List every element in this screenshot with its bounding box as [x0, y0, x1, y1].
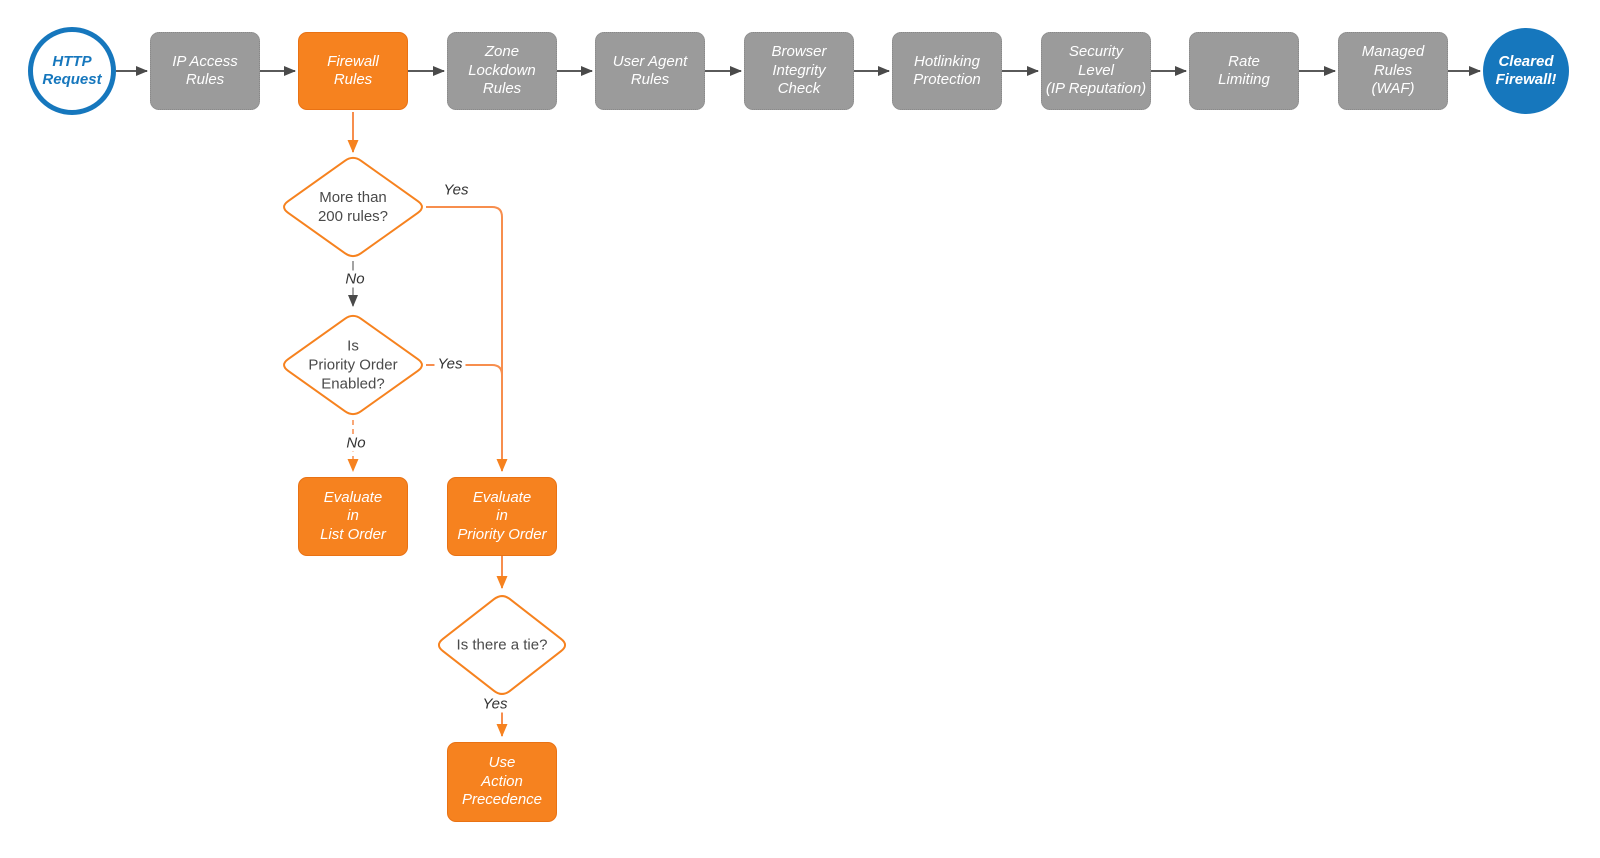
outcome-evaluate-in-priority-order: Evaluate in Priority Order	[447, 477, 557, 556]
outcome-use-action-precedence: Use Action Precedence	[447, 742, 557, 822]
step-managed-rules-waf: Managed Rules (WAF)	[1338, 32, 1448, 110]
outcome-evaluate-in-list-order: Evaluate in List Order	[298, 477, 408, 556]
step-label: Security Level (IP Reputation)	[1045, 43, 1147, 98]
step-label: Zone Lockdown Rules	[468, 43, 536, 98]
edge-label-yes-tie: Yes	[479, 695, 511, 713]
start-node-label: HTTP Request	[42, 52, 102, 89]
outcome-label: Use Action Precedence	[461, 754, 543, 809]
start-node-http-request: HTTP Request	[28, 27, 116, 115]
connector-yes-to-evaluate-priority-order	[426, 206, 508, 472]
step-label: Managed Rules (WAF)	[1361, 43, 1425, 98]
step-ip-access-rules: IP Access Rules	[150, 32, 260, 110]
step-label: Browser Integrity Check	[771, 43, 827, 98]
step-rate-limiting: Rate Limiting	[1189, 32, 1299, 110]
decision-priority-order-enabled-label: Is Priority Order Enabled?	[308, 337, 398, 393]
end-node-label: Cleared Firewall!	[1495, 52, 1557, 89]
step-zone-lockdown-rules: Zone Lockdown Rules	[447, 32, 557, 110]
edge-label-yes-more-than-200: Yes	[440, 181, 472, 199]
connector-yes-priority-enabled-merge	[426, 364, 503, 376]
decision-is-there-a-tie-shape	[437, 595, 567, 695]
end-node-cleared-firewall: Cleared Firewall!	[1483, 28, 1569, 114]
step-security-level-ip-reputation: Security Level (IP Reputation)	[1041, 32, 1151, 110]
edge-label-no-more-than-200: No	[342, 270, 368, 288]
step-label: Hotlinking Protection	[913, 52, 981, 89]
step-label: Firewall Rules	[327, 52, 379, 89]
step-firewall-rules: Firewall Rules	[298, 32, 408, 110]
step-browser-integrity-check: Browser Integrity Check	[744, 32, 854, 110]
decision-priority-order-enabled-shape	[283, 314, 423, 416]
outcome-label: Evaluate in Priority Order	[457, 488, 547, 543]
decision-more-than-200-rules-label: More than 200 rules?	[317, 189, 389, 225]
decision-more-than-200-rules-shape	[283, 156, 423, 258]
step-label: IP Access Rules	[172, 52, 238, 89]
outcome-label: Evaluate in List Order	[320, 488, 386, 543]
edge-label-yes-priority-enabled: Yes	[434, 355, 466, 373]
step-hotlinking-protection: Hotlinking Protection	[892, 32, 1002, 110]
edge-label-no-priority-enabled: No	[343, 434, 369, 452]
step-label: User Agent Rules	[612, 52, 688, 89]
step-label: Rate Limiting	[1218, 52, 1270, 89]
step-user-agent-rules: User Agent Rules	[595, 32, 705, 110]
decision-is-there-a-tie-label: Is there a tie?	[456, 636, 548, 654]
